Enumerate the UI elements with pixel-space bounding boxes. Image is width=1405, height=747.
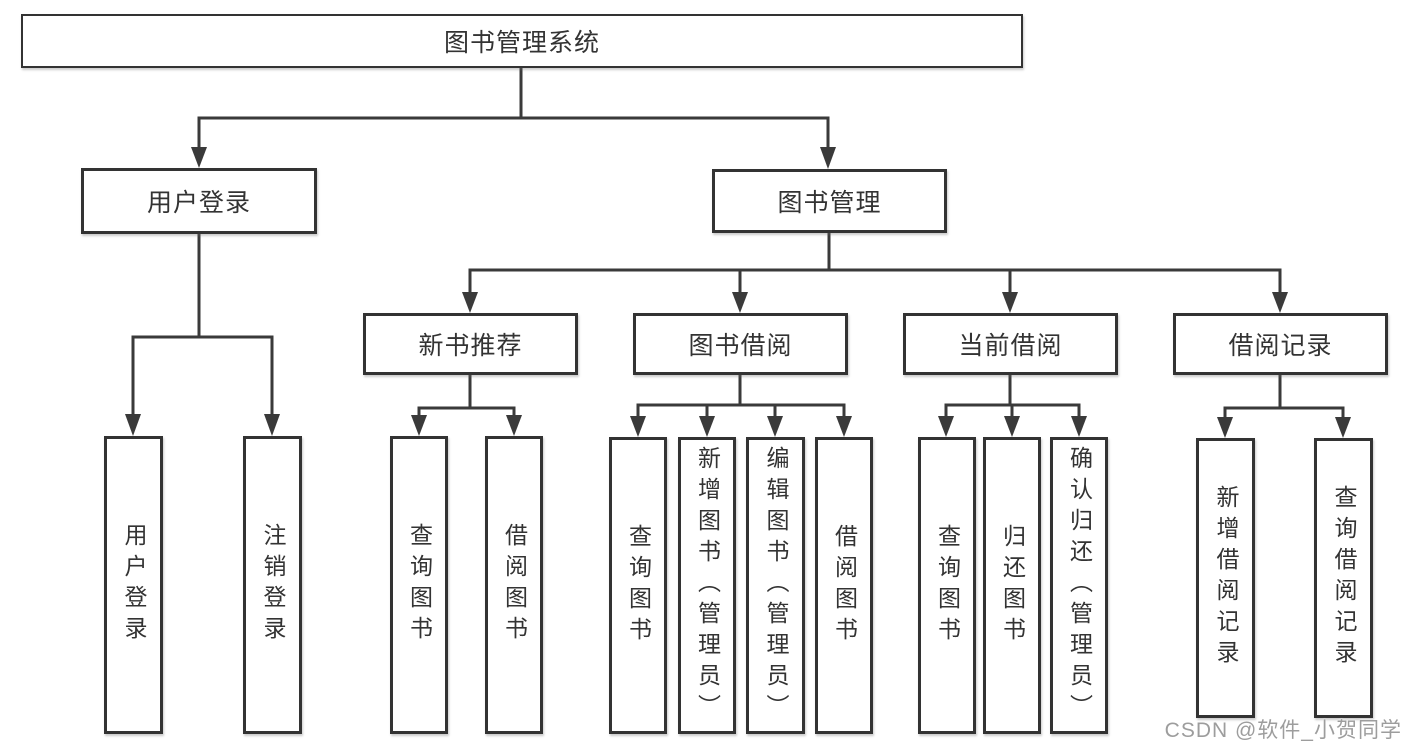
leaf-borrow-query-books: 查询图书 (609, 437, 667, 734)
leaf-current-query-books-label: 查询图书 (934, 523, 961, 648)
node-book-borrow-label: 图书借阅 (688, 332, 793, 360)
leaf-query-borrow-record-label: 查询借阅记录 (1331, 485, 1357, 671)
leaf-user-login: 用户登录 (104, 436, 163, 734)
leaf-edit-book-admin-label: 编辑图书（管理员） (763, 446, 789, 725)
leaf-recommend-query-books-label: 查询图书 (406, 523, 433, 647)
node-book-management-label: 图书管理 (777, 189, 882, 217)
leaf-confirm-return-admin-label: 确认归还（管理员） (1066, 446, 1093, 725)
leaf-return-books-label: 归还图书 (999, 523, 1026, 648)
leaf-current-query-books: 查询图书 (918, 437, 976, 734)
leaf-query-borrow-record: 查询借阅记录 (1314, 438, 1373, 718)
leaf-user-login-label: 用户登录 (121, 523, 147, 647)
leaf-borrow-books-label: 借阅图书 (831, 523, 858, 648)
leaf-recommend-query-books: 查询图书 (390, 436, 448, 734)
leaf-return-books: 归还图书 (983, 437, 1041, 734)
leaf-add-book-admin-label: 新增图书（管理员） (694, 446, 721, 725)
node-user-login: 用户登录 (81, 168, 317, 234)
leaf-recommend-borrow-books: 借阅图书 (485, 436, 543, 734)
node-current-borrow-label: 当前借阅 (958, 332, 1063, 360)
leaf-logout-label: 注销登录 (260, 523, 286, 647)
arrowhead-group (125, 147, 1351, 438)
node-borrow-records-label: 借阅记录 (1228, 332, 1333, 360)
node-book-management: 图书管理 (712, 169, 947, 233)
leaf-add-borrow-record: 新增借阅记录 (1196, 438, 1255, 718)
node-current-borrow: 当前借阅 (903, 313, 1118, 375)
node-new-book-recommend-label: 新书推荐 (418, 332, 523, 360)
node-root: 图书管理系统 (21, 14, 1023, 68)
node-new-book-recommend: 新书推荐 (363, 313, 578, 375)
leaf-logout: 注销登录 (243, 436, 302, 734)
node-root-label: 图书管理系统 (443, 29, 600, 57)
watermark: CSDN @软件_小贺同学 (1164, 719, 1402, 742)
leaf-borrow-query-books-label: 查询图书 (625, 523, 652, 648)
node-borrow-records: 借阅记录 (1173, 313, 1388, 375)
leaf-recommend-borrow-books-label: 借阅图书 (501, 523, 528, 647)
leaf-edit-book-admin: 编辑图书（管理员） (746, 437, 805, 734)
leaf-borrow-books: 借阅图书 (815, 437, 873, 734)
leaf-add-book-admin: 新增图书（管理员） (678, 437, 736, 734)
leaf-confirm-return-admin: 确认归还（管理员） (1050, 437, 1108, 734)
node-user-login-label: 用户登录 (146, 189, 251, 217)
leaf-add-borrow-record-label: 新增借阅记录 (1213, 485, 1239, 671)
node-book-borrow: 图书借阅 (633, 313, 848, 375)
